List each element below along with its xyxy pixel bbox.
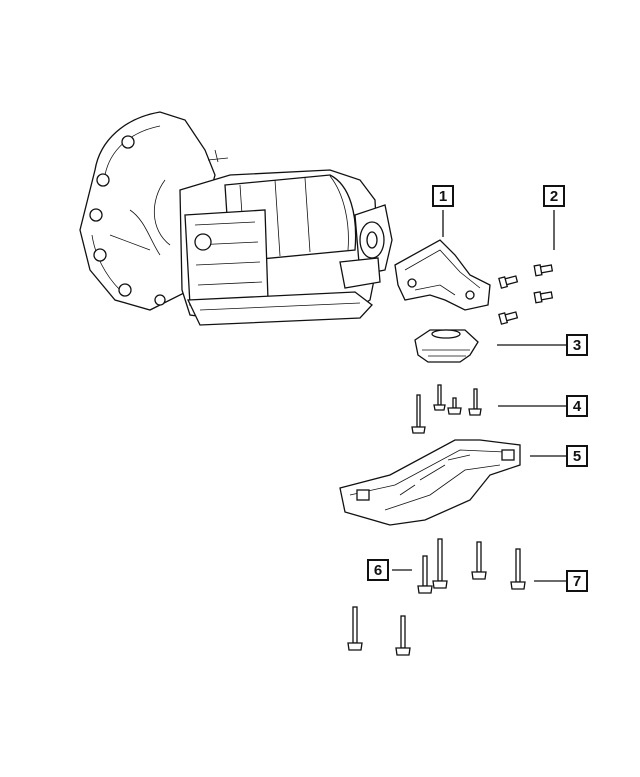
crossmember (339, 439, 521, 526)
callout-1: 1 (432, 185, 454, 207)
callout-5: 5 (566, 445, 588, 467)
bracket-bolts (498, 264, 554, 325)
callout-2: 2 (543, 185, 565, 207)
mount-bolts (411, 384, 482, 434)
transmission-mount-bracket (394, 239, 491, 311)
crossmember-bolts (347, 538, 526, 656)
callout-4: 4 (566, 395, 588, 417)
callout-7: 7 (566, 570, 588, 592)
callout-6: 6 (367, 559, 389, 581)
transmission-assembly (79, 111, 393, 326)
callout-3: 3 (566, 334, 588, 356)
transmission-mount (414, 329, 479, 363)
leader-lines (392, 210, 566, 582)
